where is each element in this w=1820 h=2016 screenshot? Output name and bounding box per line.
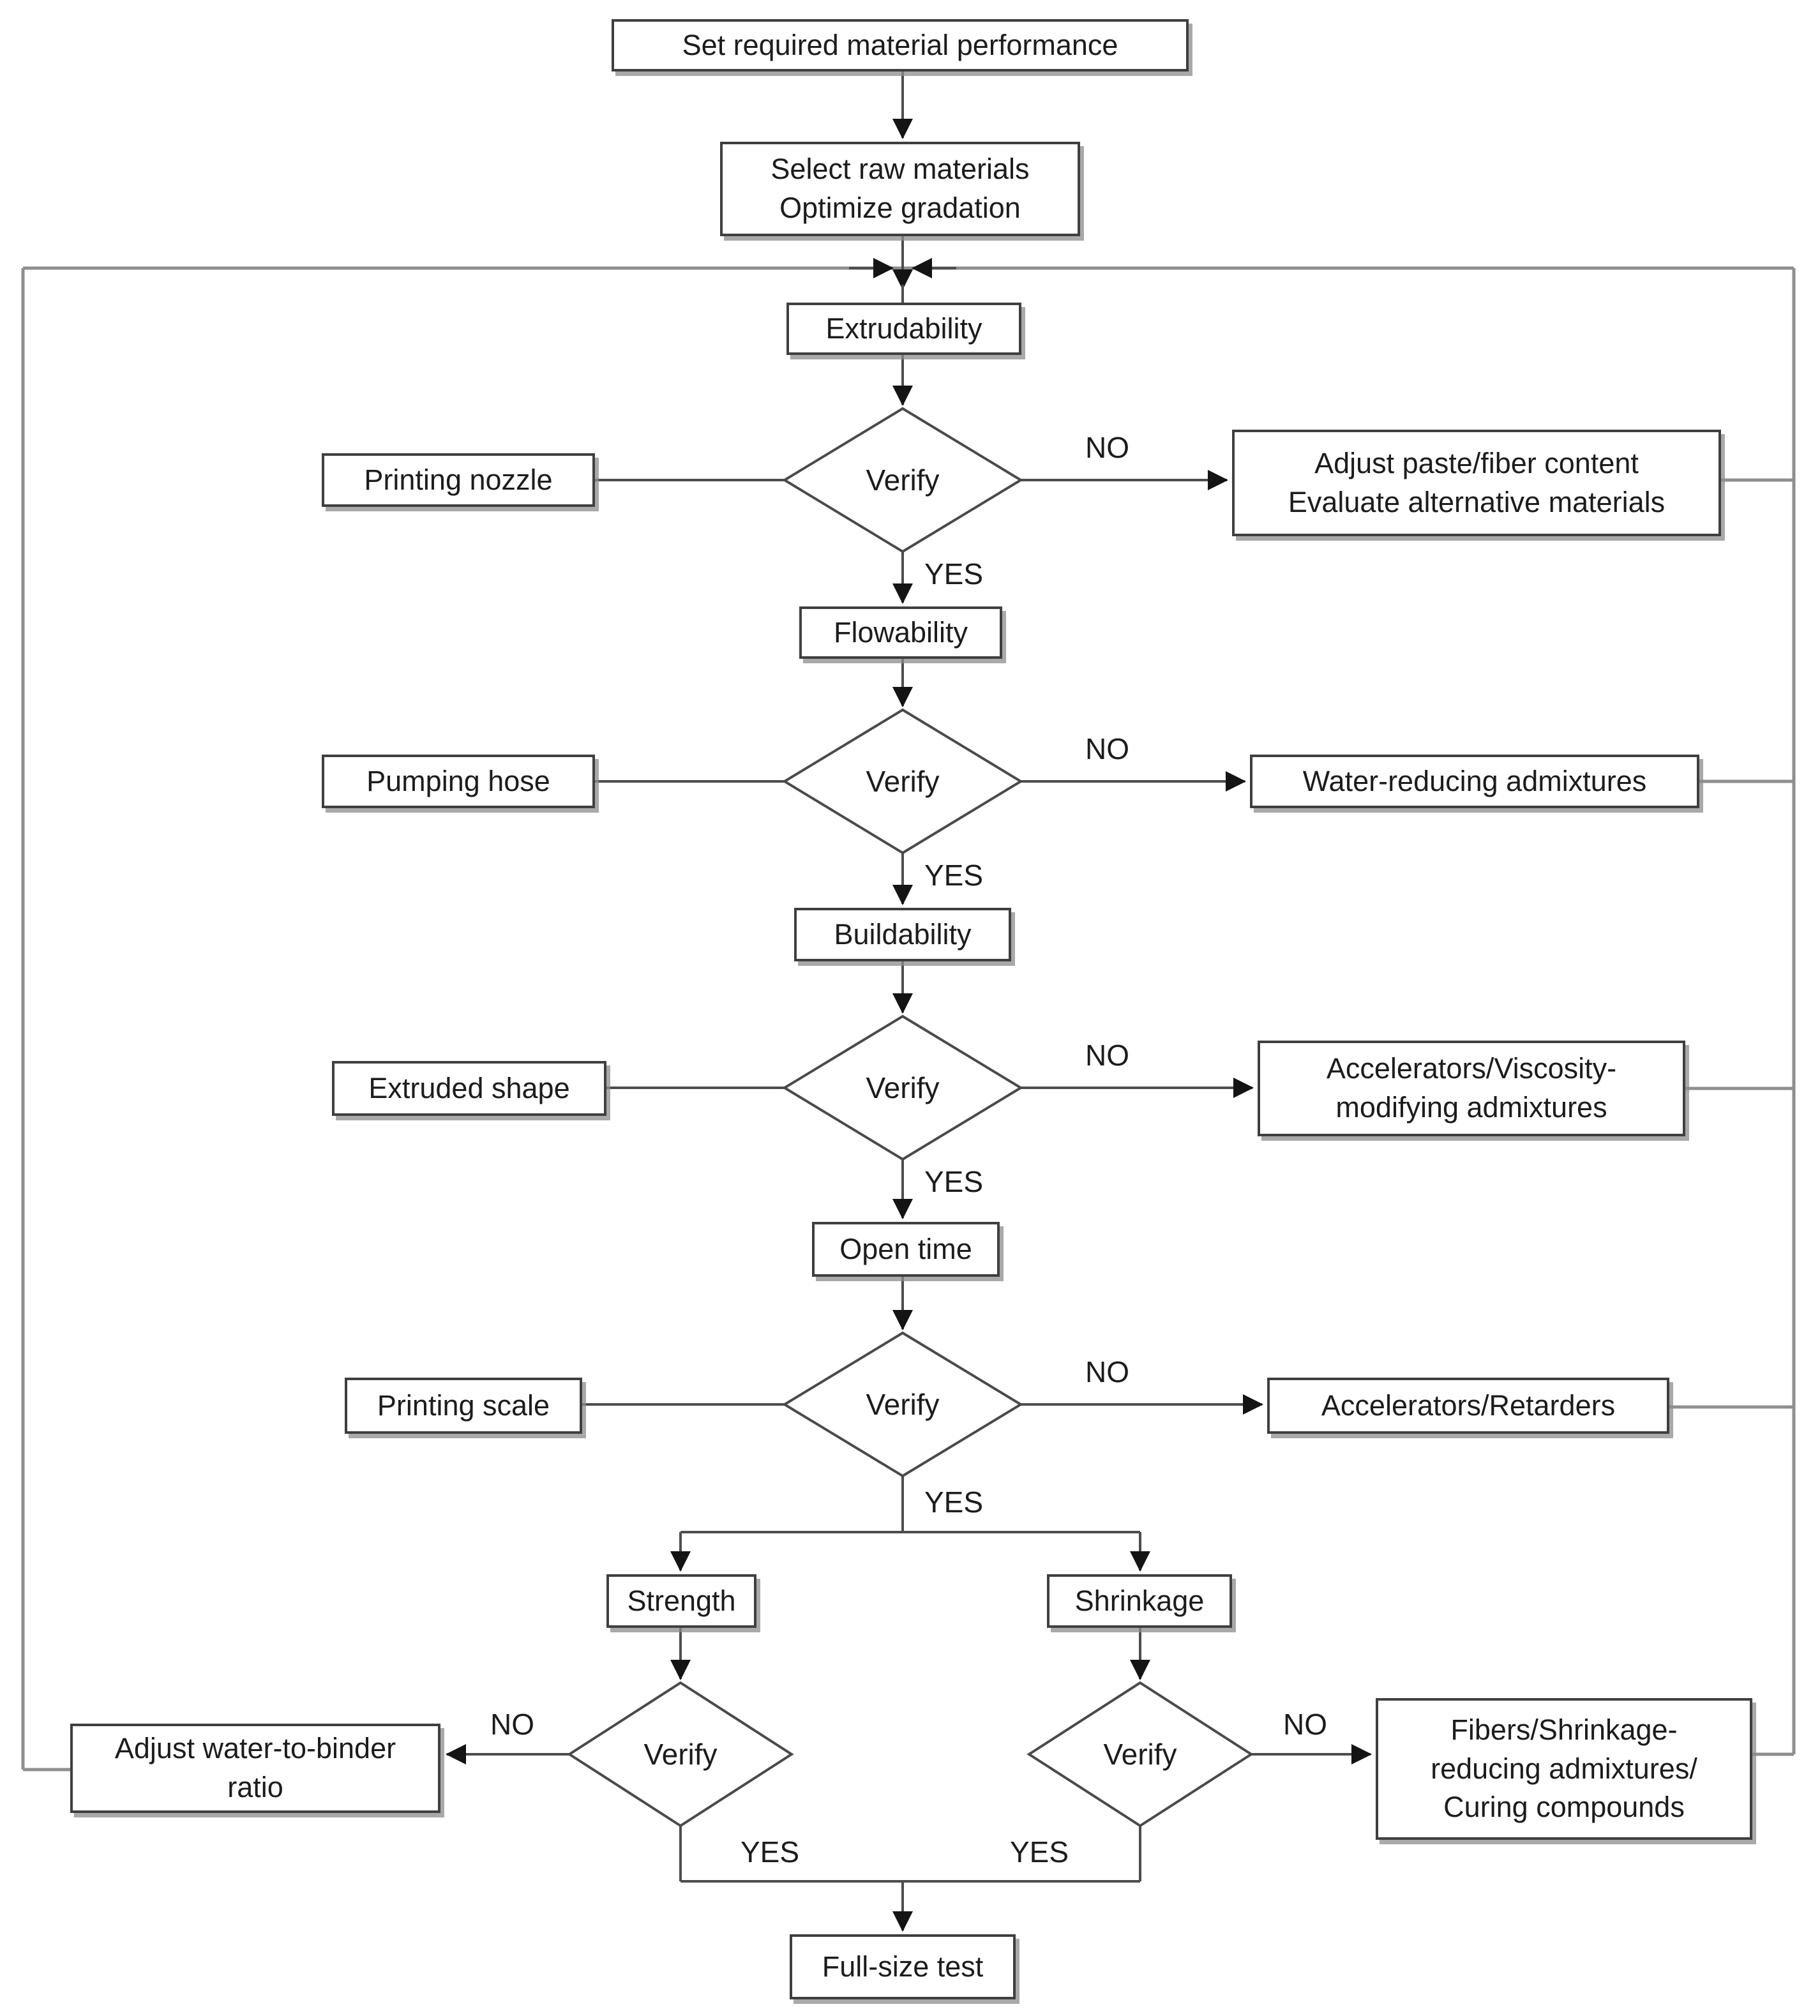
node-open-time: Open time [812,1222,1000,1277]
no-label-4: NO [1085,1355,1129,1388]
verify-diamond-2 [782,708,1023,855]
yes-label-2: YES [924,859,984,892]
yes-label-3: YES [924,1165,984,1198]
verify-diamond-6 [1027,1681,1254,1828]
node-extrudability: Extrudability [786,303,1021,355]
verify-label-4: Verify [866,1388,940,1421]
node-printing-scale: Printing scale [345,1378,582,1434]
verify-label-5: Verify [643,1738,718,1771]
node-flowability: Flowability [799,606,1002,659]
yes-label-6: YES [1010,1835,1069,1869]
no-label-6: NO [1283,1708,1327,1741]
yes-label-5: YES [741,1835,800,1869]
node-adjust-paste-fiber: Adjust paste/fiber content Evaluate alte… [1232,430,1721,536]
node-water-reducing-admixtures: Water-reducing admixtures [1250,755,1699,808]
no-label-5: NO [490,1708,534,1741]
node-strength: Strength [606,1574,756,1628]
no-label-2: NO [1085,732,1129,765]
verify-label-3: Verify [866,1071,940,1104]
node-accelerators-viscosity: Accelerators/Viscosity- modifying admixt… [1258,1041,1685,1136]
no-label-1: NO [1085,431,1129,464]
node-set-required-performance: Set required material performance [612,19,1189,71]
node-buildability: Buildability [794,908,1011,961]
node-accelerators-retarders: Accelerators/Retarders [1267,1378,1669,1434]
yes-label-1: YES [924,557,984,591]
node-extruded-shape: Extruded shape [332,1061,606,1116]
verify-diamond-3 [782,1014,1023,1161]
verify-diamond-4 [782,1331,1023,1478]
verify-diamond-1 [782,407,1023,553]
verify-diamond-5 [567,1681,794,1828]
node-select-raw-materials: Select raw materials Optimize gradation [720,142,1080,236]
node-full-size-test: Full-size test [790,1934,1016,1999]
node-shrinkage: Shrinkage [1047,1574,1232,1628]
node-printing-nozzle: Printing nozzle [322,453,595,507]
node-adjust-water-binder: Adjust water-to-binder ratio [70,1724,440,1813]
verify-label-1: Verify [866,463,940,497]
yes-label-4: YES [924,1486,984,1519]
verify-label-2: Verify [866,765,940,798]
node-fibers-shrinkage-curing: Fibers/Shrinkage- reducing admixtures/ C… [1376,1698,1752,1840]
no-label-3: NO [1085,1039,1129,1072]
verify-label-6: Verify [1103,1738,1177,1771]
node-pumping-hose: Pumping hose [322,755,595,808]
